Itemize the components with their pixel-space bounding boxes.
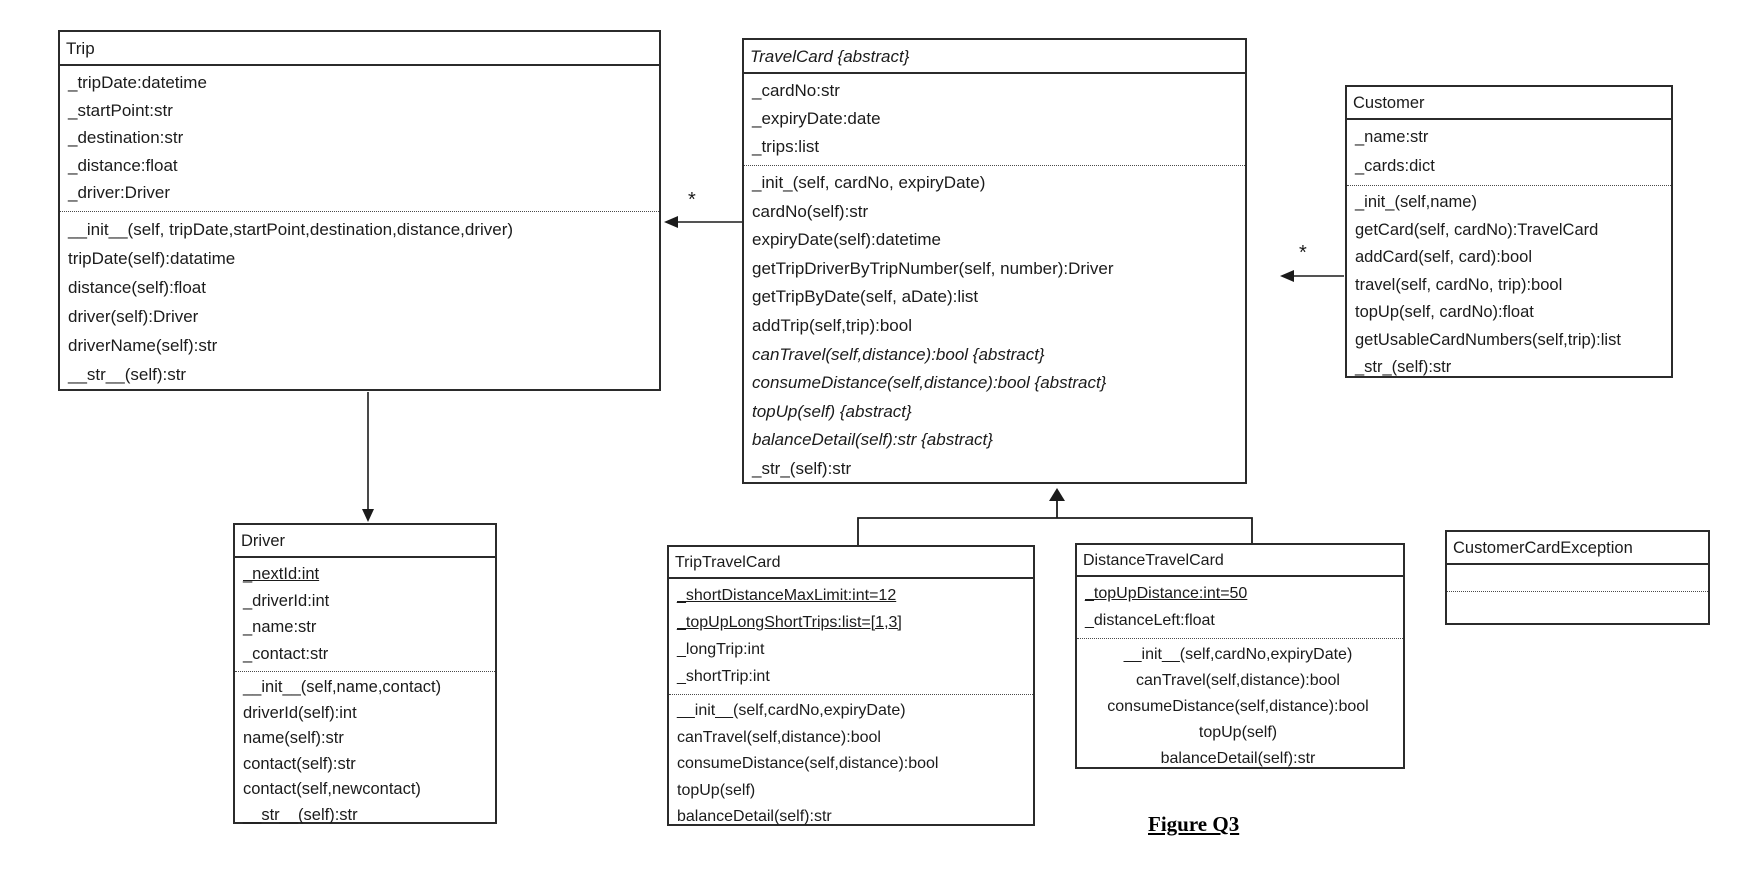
- class-box-trip: Trip _tripDate:datetime _startPoint:str …: [58, 30, 661, 391]
- method-row: addCard(self, card):bool: [1355, 248, 1533, 266]
- method-row: balanceDetail(self):str: [1160, 750, 1316, 767]
- method-row: contact(self,newcontact): [243, 780, 421, 798]
- attribute-row: _name:str: [243, 618, 317, 636]
- method-row: __str__(self):str: [68, 364, 187, 384]
- attribute-row: _distanceLeft:float: [1085, 612, 1215, 629]
- method-row: __init__(self, tripDate,startPoint,desti…: [68, 219, 514, 239]
- method-row-abstract: canTravel(self,distance):bool {abstract}: [752, 344, 1045, 364]
- attribute-row-static: _topUpLongShortTrips:list=[1,3]: [677, 614, 902, 631]
- method-row: canTravel(self,distance):bool: [677, 728, 881, 746]
- method-row: _init_(self,name): [1355, 193, 1477, 211]
- attributes-compartment: _cardNo:str _expiryDate:date _trips:list: [744, 74, 1245, 166]
- figure-caption: Figure Q3: [1148, 812, 1240, 836]
- method-row: __init__(self,cardNo,expiryDate): [677, 702, 906, 719]
- method-row: driverId(self):int: [243, 703, 357, 722]
- attributes-compartment-empty: [1447, 565, 1708, 592]
- method-row: __init__(self,cardNo,expiryDate): [1123, 646, 1353, 663]
- methods-compartment: __init__(self,name,contact) driverId(sel…: [235, 672, 495, 832]
- method-row: addTrip(self,trip):bool: [752, 315, 912, 335]
- method-row: name(self):str: [243, 729, 344, 747]
- class-title: Customer: [1347, 87, 1671, 120]
- methods-compartment: _init_(self,name) getCard(self, cardNo):…: [1347, 186, 1671, 386]
- method-row: _init_(self, cardNo, expiryDate): [752, 173, 986, 192]
- method-row: expiryDate(self):datetime: [752, 230, 941, 250]
- attributes-compartment: _tripDate:datetime _startPoint:str _dest…: [60, 66, 659, 212]
- method-row: topUp(self, cardNo):float: [1355, 303, 1534, 321]
- method-row: contact(self):str: [243, 754, 356, 773]
- attribute-row: _tripDate:datetime: [68, 73, 207, 92]
- method-row: getCard(self, cardNo):TravelCard: [1355, 220, 1599, 239]
- attribute-row: _trips:list: [752, 137, 820, 156]
- methods-compartment: __init__(self,cardNo,expiryDate) canTrav…: [1077, 639, 1403, 776]
- attribute-row: _shortTrip:int: [677, 668, 770, 685]
- methods-compartment: __init__(self, tripDate,startPoint,desti…: [60, 212, 659, 393]
- association-arrow-travelcard-trip: [664, 216, 742, 228]
- attribute-row: _startPoint:str: [68, 100, 173, 120]
- method-row: distance(self):float: [68, 277, 206, 297]
- class-title: Driver: [235, 525, 495, 558]
- methods-compartment: _init_(self, cardNo, expiryDate) cardNo(…: [744, 166, 1245, 488]
- method-row-abstract: balanceDetail(self):str {abstract}: [752, 430, 993, 450]
- methods-compartment-empty: [1447, 592, 1708, 616]
- method-row: driverName(self):str: [68, 335, 218, 355]
- class-box-travelcard: TravelCard {abstract} _cardNo:str _expir…: [742, 38, 1247, 484]
- method-row-abstract: topUp(self) {abstract}: [752, 401, 912, 421]
- method-row: getUsableCardNumbers(self,trip):list: [1355, 330, 1621, 349]
- method-row-abstract: consumeDistance(self,distance):bool {abs…: [752, 373, 1107, 393]
- method-row: _str_(self):str: [1355, 358, 1452, 376]
- class-title: TravelCard {abstract}: [744, 40, 1245, 74]
- class-box-driver: Driver _nextId:int _driverId:int _name:s…: [233, 523, 497, 824]
- method-row: travel(self, cardNo, trip):bool: [1355, 275, 1563, 294]
- association-arrow-trip-driver: [362, 392, 374, 522]
- attribute-row: _driverId:int: [243, 591, 330, 610]
- association-arrow-customer-travelcard: [1280, 270, 1344, 282]
- class-box-distancetravelcard: DistanceTravelCard _topUpDistance:int=50…: [1075, 543, 1405, 769]
- class-title: CustomerCardException: [1447, 532, 1708, 565]
- attribute-row: _cards:dict: [1355, 157, 1435, 175]
- method-row: getTripDriverByTripNumber(self, number):…: [752, 258, 1114, 278]
- method-row: __str__(self):str: [243, 805, 358, 824]
- attribute-row-static: _shortDistanceMaxLimit:int=12: [677, 587, 897, 604]
- attribute-row: _contact:str: [243, 644, 329, 663]
- class-title: TripTravelCard: [669, 547, 1033, 579]
- attribute-row: _destination:str: [68, 128, 184, 147]
- attribute-row-static: _nextId:int: [243, 565, 320, 583]
- method-row: balanceDetail(self):str: [677, 808, 832, 825]
- method-row: topUp(self): [1198, 724, 1278, 741]
- multiplicity-label: *: [688, 189, 696, 211]
- inheritance-connector: [857, 488, 1253, 545]
- method-row: consumeDistance(self,distance):bool: [1107, 698, 1369, 715]
- attribute-row: _distance:float: [68, 155, 178, 175]
- method-row: getTripByDate(self, aDate):list: [752, 287, 979, 307]
- attribute-row-static: _topUpDistance:int=50: [1085, 585, 1248, 602]
- method-row: consumeDistance(self,distance):bool: [677, 755, 939, 772]
- multiplicity-label: *: [1299, 242, 1307, 264]
- attributes-compartment: _topUpDistance:int=50 _distanceLeft:floa…: [1077, 577, 1403, 639]
- attributes-compartment: _shortDistanceMaxLimit:int=12 _topUpLong…: [669, 579, 1033, 695]
- method-row: topUp(self): [677, 781, 756, 799]
- attribute-row: _cardNo:str: [752, 81, 840, 100]
- attribute-row: _driver:Driver: [68, 183, 171, 202]
- class-box-triptravelcard: TripTravelCard _shortDistanceMaxLimit:in…: [667, 545, 1035, 826]
- attributes-compartment: _name:str _cards:dict: [1347, 120, 1671, 186]
- class-title: DistanceTravelCard: [1077, 545, 1403, 577]
- method-row: tripDate(self):datatime: [68, 248, 236, 268]
- method-row: __init__(self,name,contact): [243, 678, 442, 696]
- methods-compartment: __init__(self,cardNo,expiryDate) canTrav…: [669, 695, 1033, 835]
- method-row: driver(self):Driver: [68, 306, 199, 326]
- method-row: canTravel(self,distance):bool: [1136, 672, 1340, 689]
- class-box-customercardexception: CustomerCardException: [1445, 530, 1710, 625]
- method-row: _str_(self):str: [752, 458, 852, 478]
- method-row: cardNo(self):str: [752, 201, 869, 221]
- attributes-compartment: _nextId:int _driverId:int _name:str _con…: [235, 558, 495, 672]
- class-title: Trip: [60, 32, 659, 66]
- attribute-row: _name:str: [1355, 128, 1429, 146]
- class-box-customer: Customer _name:str _cards:dict _init_(se…: [1345, 85, 1673, 378]
- attribute-row: _expiryDate:date: [752, 109, 881, 128]
- attribute-row: _longTrip:int: [677, 641, 765, 658]
